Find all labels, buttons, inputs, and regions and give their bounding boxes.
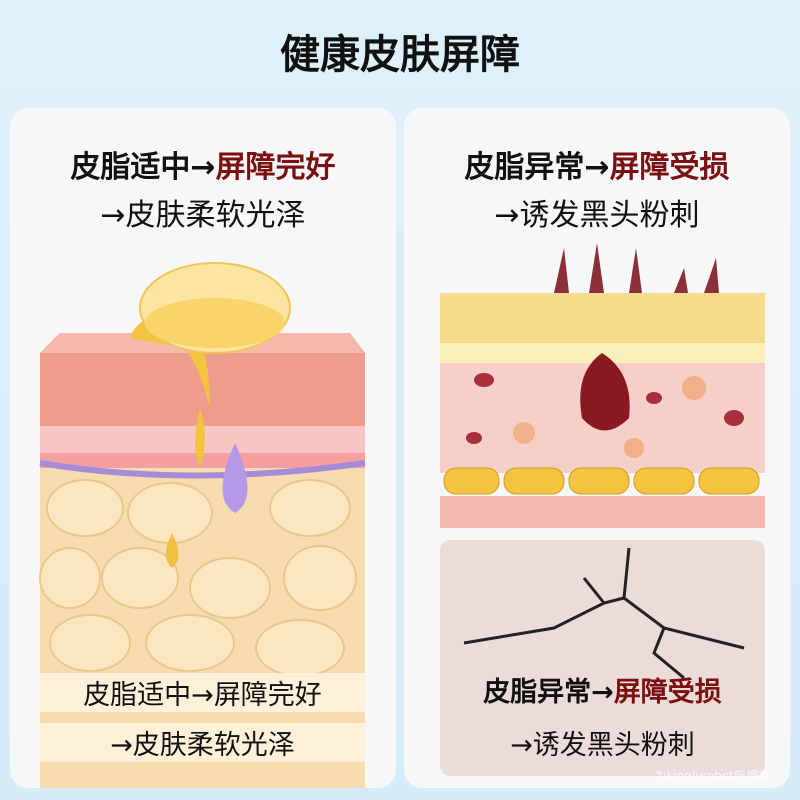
healthy-subheading: →皮肤柔软光泽: [100, 198, 306, 233]
damaged-heading: 皮脂异常→屏障受损: [464, 150, 730, 185]
damaged-caption-1: 皮脂异常→屏障受损: [483, 677, 722, 708]
healthy-caption-1: 皮脂适中→屏障完好: [40, 673, 365, 712]
healthy-heading: 皮脂适中→屏障完好: [70, 150, 336, 185]
damaged-skin-illustration: [440, 243, 765, 776]
healthy-caption-2: →皮肤柔软光泽: [40, 723, 365, 762]
watermark: 为kinglyrobot所拥有: [654, 769, 770, 783]
page-title: 健康皮肤屏障: [280, 32, 520, 78]
damaged-caption-2: →诱发黑头粉刺: [510, 730, 695, 761]
healthy-skin-card: 皮脂适中→屏障完好 →皮肤柔软光泽 皮脂适中→屏障完好 →皮肤柔软光泽: [10, 108, 396, 788]
damaged-subheading: →诱发黑头粉刺: [494, 198, 700, 233]
damaged-skin-card: 皮脂异常→屏障受损 →诱发黑头粉刺 皮脂异常→屏障受损 →诱发黑头粉刺: [404, 108, 790, 788]
